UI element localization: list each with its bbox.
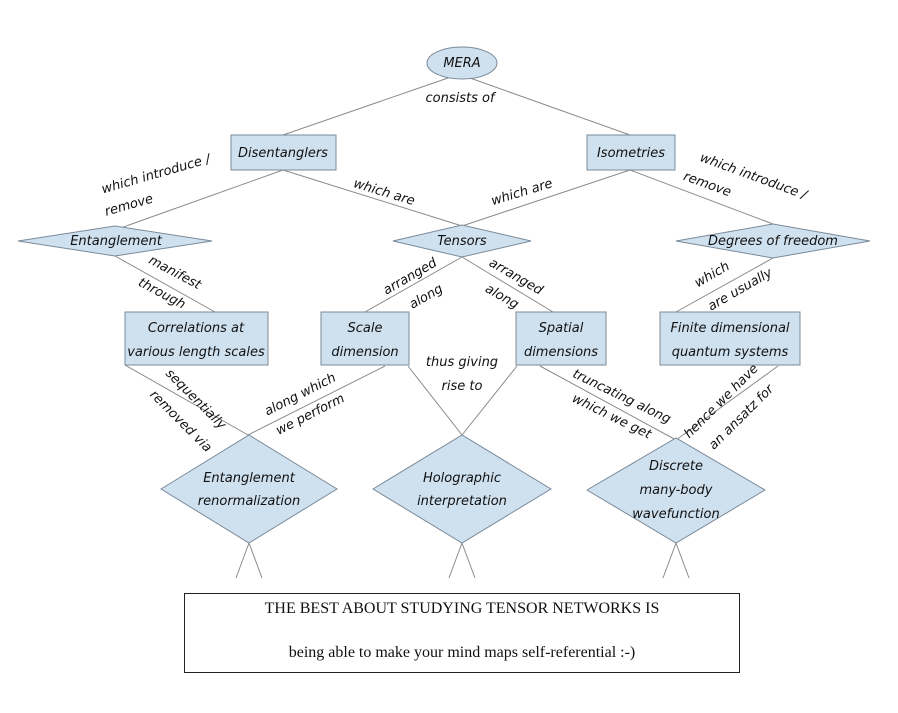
node-holo-line1: Holographic xyxy=(423,471,501,486)
node-wave-line2: many-body xyxy=(640,483,713,498)
node-disentanglers: Disentanglers xyxy=(230,134,337,171)
edge-renorm-tail-left xyxy=(235,542,250,579)
edge-tensors-spatial xyxy=(461,256,554,313)
node-disentanglers-label: Disentanglers xyxy=(238,146,328,161)
edge-tensors-scale xyxy=(364,256,463,313)
node-holo-line2: interpretation xyxy=(417,494,507,509)
node-wave-line3: wavefunction xyxy=(632,507,719,522)
node-discrete-wavefunction: Discrete many-body wavefunction xyxy=(586,437,766,544)
edge-wave-tail-left xyxy=(662,542,677,579)
label-dis-introduce-1: which introduce / xyxy=(100,151,214,197)
edge-labels: consists of which introduce / remove whi… xyxy=(100,91,810,456)
node-entanglement-label: Entanglement xyxy=(70,234,163,249)
node-finite-line2: quantum systems xyxy=(672,345,789,360)
node-holographic-interpretation: Holographic interpretation xyxy=(372,434,552,544)
node-degrees-of-freedom: Degrees of freedom xyxy=(675,223,871,259)
node-scale-dimension: Scale dimension xyxy=(320,311,410,366)
node-entanglement-renormalization: Entanglement renormalization xyxy=(160,434,338,544)
edge-entanglement-correlations xyxy=(114,255,216,313)
edge-correlations-renorm xyxy=(124,364,249,436)
node-scale-line1: Scale xyxy=(348,321,383,336)
edge-disentanglers-tensors xyxy=(282,169,463,227)
node-renorm-line1: Entanglement xyxy=(203,471,296,486)
node-spatial-line1: Spatial xyxy=(539,321,584,336)
label-dis-introduce-2: remove xyxy=(103,192,155,220)
edge-disentanglers-entanglement xyxy=(114,169,284,231)
node-spatial-dimensions: Spatial dimensions xyxy=(515,311,607,366)
label-iso-which-are: which are xyxy=(490,176,555,209)
label-dis-which-are: which are xyxy=(352,176,417,209)
node-entanglement: Entanglement xyxy=(17,225,213,257)
edge-mera-isometries xyxy=(469,77,631,136)
node-mera-label: MERA xyxy=(443,56,480,71)
node-correlations-line2: various length scales xyxy=(127,345,265,360)
node-finite-line1: Finite dimensional xyxy=(670,321,789,336)
label-which: which xyxy=(692,259,732,291)
label-consists-of: consists of xyxy=(425,91,496,106)
label-spatial-along: along xyxy=(482,281,521,312)
label-scale-along: along xyxy=(407,281,446,312)
node-scale-line2: dimension xyxy=(331,345,398,360)
edge-scale-renorm xyxy=(247,365,386,436)
node-degrees-label: Degrees of freedom xyxy=(708,234,838,249)
edge-wave-tail-right xyxy=(675,542,690,579)
edge-holo-tail-right xyxy=(461,542,476,579)
node-spatial-line2: dimensions xyxy=(524,345,598,360)
node-correlations-line1: Correlations at xyxy=(148,321,245,336)
edge-finite-wavefunction xyxy=(675,365,779,441)
node-mera: MERA xyxy=(426,46,498,80)
edge-scale-holographic xyxy=(407,365,463,436)
node-correlations: Correlations at various length scales xyxy=(124,311,269,366)
label-rise-to: rise to xyxy=(442,379,483,394)
node-tensors: Tensors xyxy=(392,224,532,258)
edge-spatial-holographic xyxy=(461,365,518,436)
node-wave-line1: Discrete xyxy=(649,459,703,474)
edge-isometries-tensors xyxy=(461,169,631,227)
label-iso-introduce-1: which introduce / xyxy=(698,150,810,203)
node-isometries: Isometries xyxy=(586,134,676,171)
edge-spatial-wavefunction xyxy=(539,365,677,441)
edge-degrees-finite xyxy=(675,257,774,313)
node-tensors-label: Tensors xyxy=(437,234,487,249)
node-finite-systems: Finite dimensional quantum systems xyxy=(659,311,801,366)
label-thus-giving: thus giving xyxy=(426,355,498,370)
edge-renorm-tail-right xyxy=(248,542,263,579)
edge-mera-disentanglers xyxy=(282,77,449,136)
edges xyxy=(114,77,779,579)
caption-box: THE BEST ABOUT STUDYING TENSOR NETWORKS … xyxy=(184,593,740,673)
node-isometries-label: Isometries xyxy=(597,146,665,161)
edge-holo-tail-left xyxy=(448,542,463,579)
node-renorm-line2: renormalization xyxy=(198,494,300,509)
caption-line-2: being able to make your mind maps self-r… xyxy=(288,644,636,661)
caption-line-1: THE BEST ABOUT STUDYING TENSOR NETWORKS … xyxy=(264,600,660,617)
edge-isometries-degrees xyxy=(629,169,774,225)
